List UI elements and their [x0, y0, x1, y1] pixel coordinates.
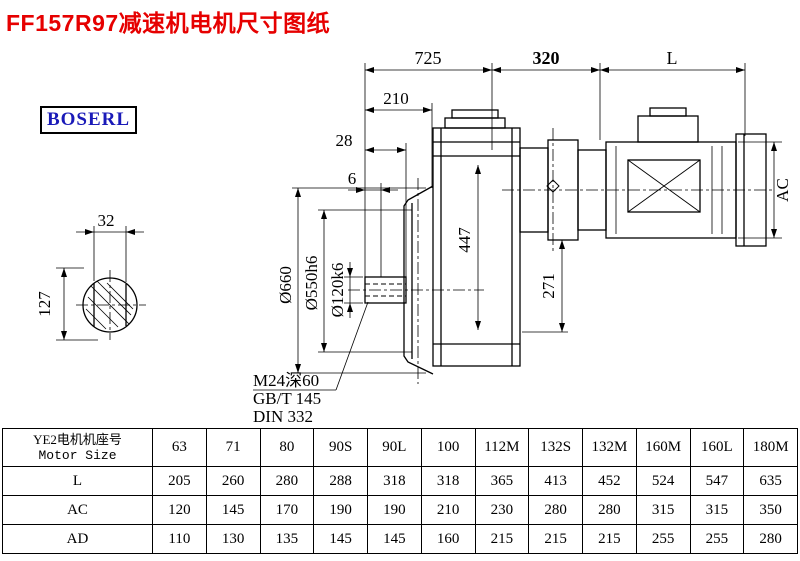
- dim-d550: Ø550h6: [302, 256, 321, 311]
- shaft-end-view: [82, 277, 138, 333]
- table-cell: 190: [367, 495, 422, 525]
- table-cell: 288: [313, 466, 368, 496]
- table-cell: 120: [152, 495, 207, 525]
- centerlines: [76, 128, 772, 384]
- hatch-lines: [85, 280, 134, 330]
- dimension-table: YE2电机机座号 Motor Size 63 71 80 90S 90L 100…: [2, 428, 798, 554]
- table-cell: 215: [582, 524, 637, 554]
- dimension-lines: [56, 63, 782, 391]
- table-cell: 315: [689, 495, 745, 525]
- row-label: L: [2, 466, 153, 496]
- note-gbt-145: GB/T 145: [253, 389, 321, 408]
- size-col-header: 132S: [528, 428, 583, 467]
- table-cell: 280: [528, 495, 583, 525]
- dim-447: 447: [455, 227, 474, 253]
- table-header-row: YE2电机机座号 Motor Size 63 71 80 90S 90L 100…: [2, 428, 798, 467]
- motor-fins: [615, 146, 723, 234]
- table-cell: 205: [152, 466, 207, 496]
- table-cell: 215: [474, 524, 530, 554]
- table-cell: 280: [743, 524, 798, 554]
- table-cell: 318: [420, 466, 476, 496]
- table-cell: 255: [635, 524, 691, 554]
- table-row-AC: AC 120 145 170 190 190 210 230 280 280 3…: [2, 495, 798, 525]
- table-cell: 145: [205, 495, 261, 525]
- table-cell: 190: [313, 495, 368, 525]
- table-row-AD: AD 110 130 135 145 145 160 215 215 215 2…: [2, 524, 798, 554]
- table-cell: 135: [259, 524, 315, 554]
- motor-view: [605, 107, 767, 247]
- table-cell: 280: [582, 495, 637, 525]
- row-label: AC: [2, 495, 153, 525]
- table-cell: 230: [474, 495, 530, 525]
- table-cell: 160: [420, 524, 476, 554]
- header-label-en: Motor Size: [38, 447, 117, 463]
- size-col-header: 160M: [635, 428, 691, 467]
- dim-210: 210: [383, 89, 409, 108]
- table-cell: 280: [259, 466, 315, 496]
- table-cell: 110: [152, 524, 207, 554]
- table-cell: 145: [367, 524, 422, 554]
- dim-d120: Ø120k6: [328, 263, 347, 318]
- dim-6: 6: [348, 169, 357, 188]
- table-cell: 547: [689, 466, 745, 496]
- table-cell: 215: [528, 524, 583, 554]
- table-cell: 170: [259, 495, 315, 525]
- table-cell: 452: [582, 466, 637, 496]
- dim-d660: Ø660: [276, 266, 295, 304]
- dim-725: 725: [415, 48, 442, 68]
- table-cell: 255: [689, 524, 745, 554]
- size-col-header: 63: [152, 428, 207, 467]
- dim-AC: AC: [773, 178, 792, 202]
- gearbox-view: [364, 109, 521, 375]
- header-label-cn: YE2电机机座号: [33, 431, 122, 447]
- table-cell: 413: [528, 466, 583, 496]
- technical-drawing: 725 320 L 210 28 6 32 127 Ø660 Ø550h6 Ø1…: [35, 48, 792, 426]
- size-col-header: 100: [420, 428, 476, 467]
- table-cell: 130: [205, 524, 261, 554]
- dim-L: L: [667, 48, 678, 68]
- size-col-header: 112M: [474, 428, 530, 467]
- note-m24-depth: M24深60: [253, 371, 319, 390]
- dim-28: 28: [336, 131, 353, 150]
- dim-127: 127: [35, 291, 54, 317]
- table-cell: 365: [474, 466, 530, 496]
- table-cell: 635: [743, 466, 798, 496]
- motor-size-header-cell: YE2电机机座号 Motor Size: [2, 428, 153, 467]
- boserl-logo: BOSERL: [40, 106, 137, 134]
- size-col-header: 90S: [313, 428, 368, 467]
- size-col-header: 71: [205, 428, 261, 467]
- size-col-header: 132M: [582, 428, 637, 467]
- dim-32: 32: [98, 211, 115, 230]
- logo-text: BOSERL: [46, 109, 131, 130]
- size-col-header: 80: [259, 428, 315, 467]
- table-cell: 524: [635, 466, 691, 496]
- table-cell: 350: [743, 495, 798, 525]
- size-col-header: 90L: [367, 428, 422, 467]
- table-cell: 315: [635, 495, 691, 525]
- dim-271: 271: [539, 273, 558, 299]
- table-cell: 210: [420, 495, 476, 525]
- dimension-arrows: [61, 67, 777, 373]
- page-title: FF157R97减速机电机尺寸图纸: [6, 10, 331, 36]
- row-label: AD: [2, 524, 153, 554]
- table-row-L: L 205 260 280 288 318 318 365 413 452 52…: [2, 466, 798, 496]
- dim-320: 320: [533, 48, 560, 68]
- table-cell: 260: [205, 466, 261, 496]
- table-cell: 145: [313, 524, 368, 554]
- size-col-header: 160L: [689, 428, 745, 467]
- table-cell: 318: [367, 466, 422, 496]
- note-din-332: DIN 332: [253, 407, 313, 426]
- size-col-header: 180M: [743, 428, 798, 467]
